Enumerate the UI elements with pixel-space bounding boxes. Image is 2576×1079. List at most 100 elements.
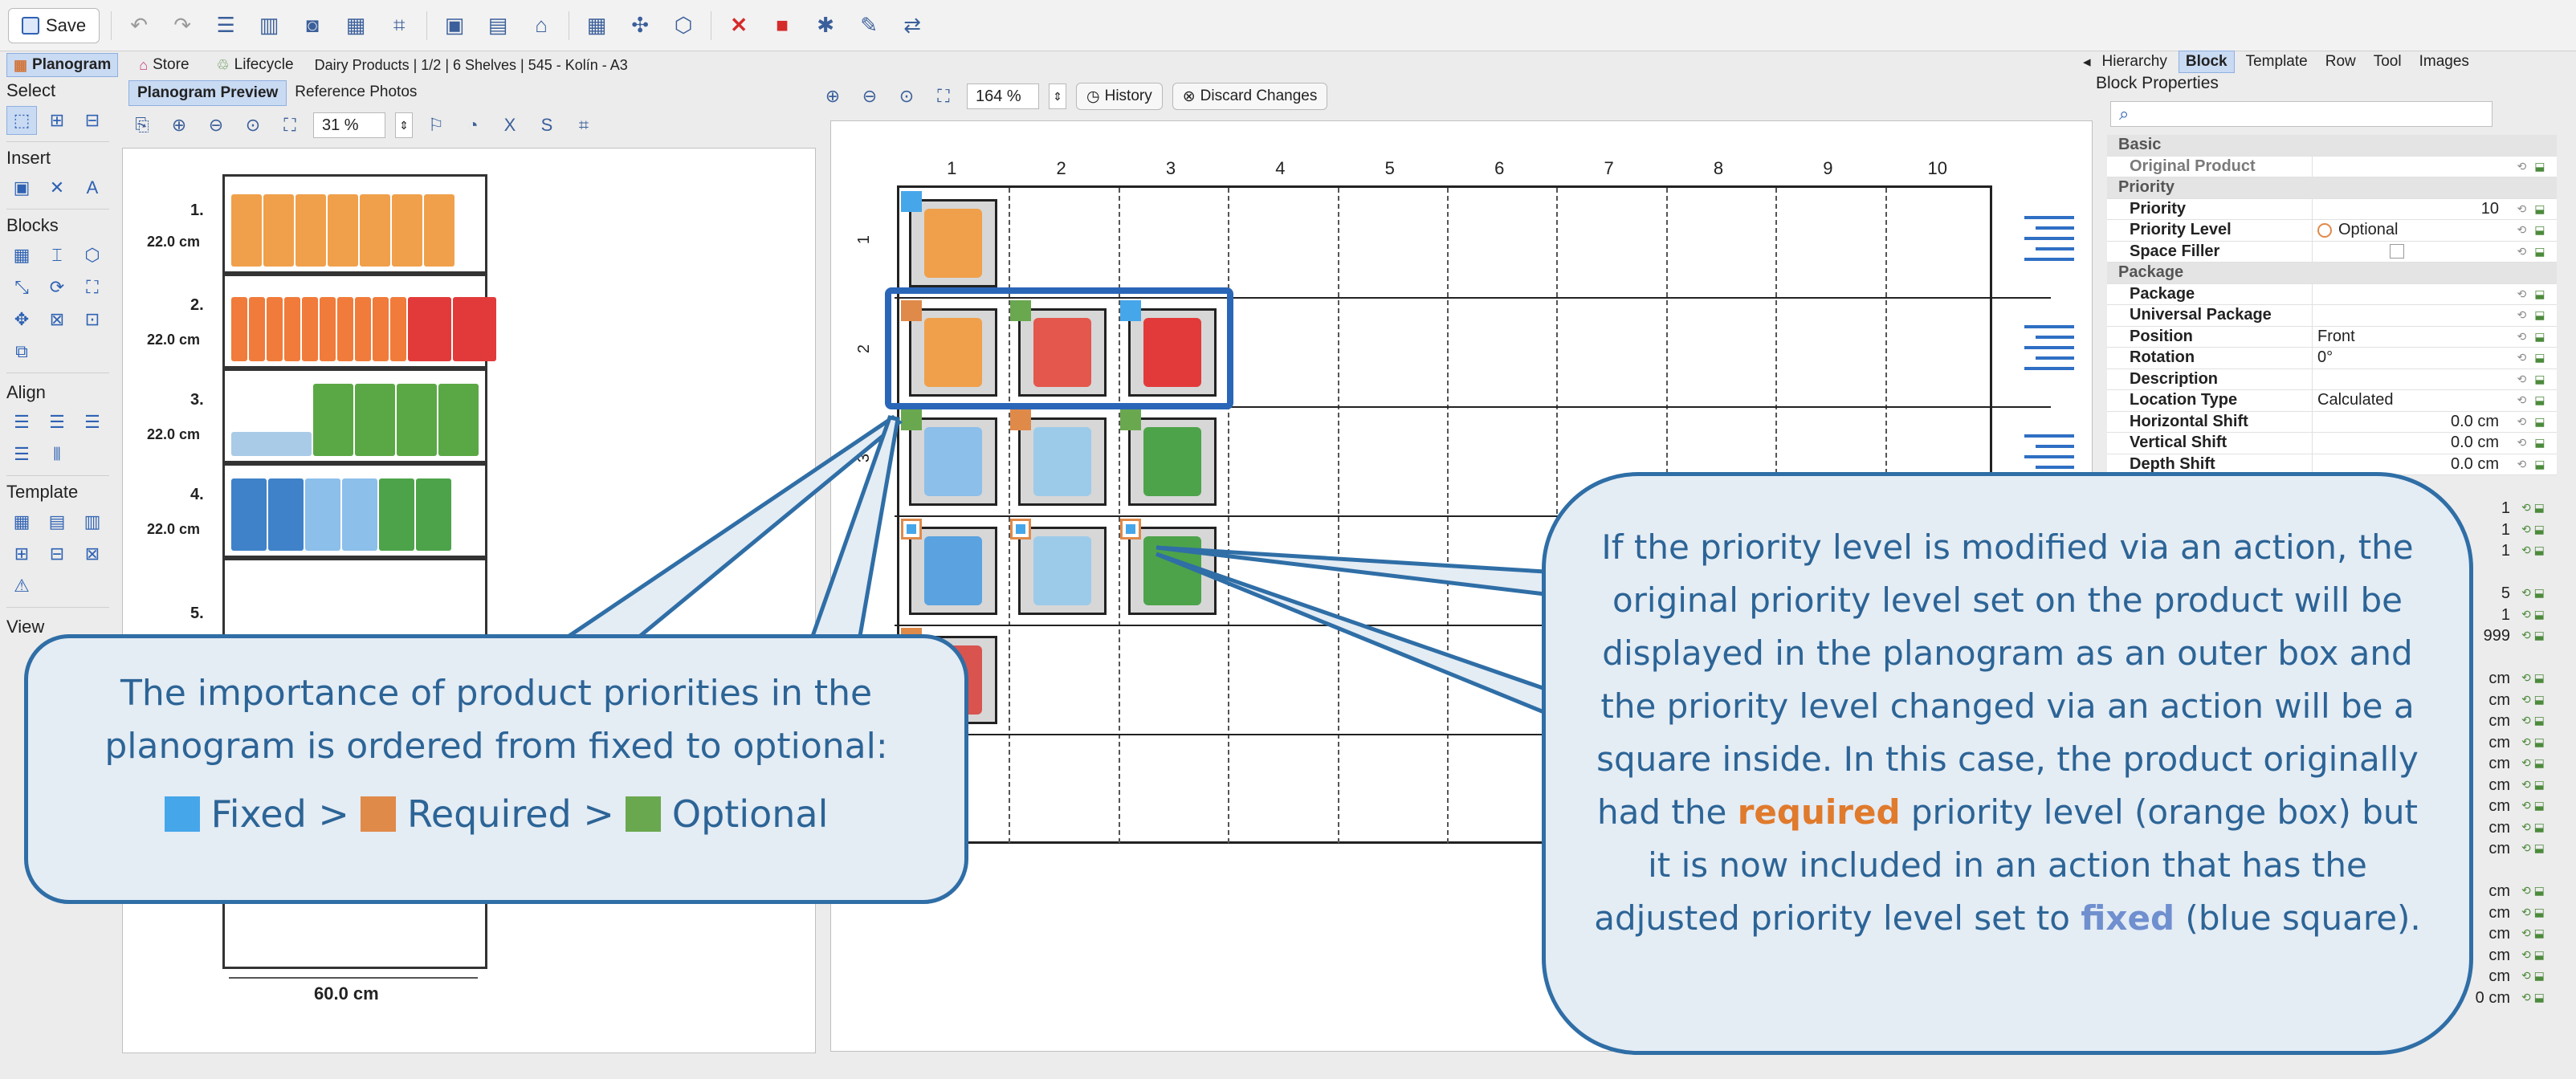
property-value[interactable]: Calculated <box>2313 390 2505 411</box>
blocks-move-icon[interactable]: ✥ <box>14 309 30 329</box>
blocks-fit-icon[interactable]: ⛶ <box>86 277 99 297</box>
property-section[interactable]: Package <box>2107 263 2557 284</box>
svg-export-icon[interactable]: S <box>540 115 553 135</box>
template-warning-icon[interactable]: ⚠ <box>14 576 30 596</box>
blocks-split-icon[interactable]: ⊠ <box>49 309 65 329</box>
reset-icon[interactable]: ⟲ <box>2517 351 2527 364</box>
reset-icon[interactable]: ⟲ <box>2517 287 2527 300</box>
reset-icon[interactable]: ⟲ <box>2517 159 2527 173</box>
block-product[interactable] <box>909 308 997 397</box>
tab-planogram[interactable]: ▦ Planogram <box>6 53 119 77</box>
insert-block-icon[interactable]: ▣ <box>13 177 31 197</box>
tab-store[interactable]: ⌂ Store <box>132 54 195 76</box>
align-justify-icon[interactable]: ☰ <box>14 444 30 464</box>
apply-icon[interactable]: ⬓ <box>2534 372 2545 385</box>
grid-view-icon[interactable]: ▦ <box>345 13 366 37</box>
hierarchy-export-icon[interactable]: ⌗ <box>578 115 589 135</box>
reset-icon[interactable]: ⟲ <box>2517 223 2527 237</box>
tab-images[interactable]: Images <box>2419 53 2469 70</box>
property-value[interactable]: 0° <box>2313 348 2505 368</box>
fit-icon[interactable]: ⛶ <box>283 115 296 135</box>
property-value[interactable]: 0.0 cm <box>2313 433 2505 454</box>
align-left-icon[interactable]: ☰ <box>14 412 30 432</box>
apply-icon[interactable]: ⬓ <box>2534 159 2545 173</box>
tab-block[interactable]: Block <box>2178 51 2235 73</box>
block-product[interactable] <box>909 417 997 506</box>
template-rows-icon[interactable]: ▤ <box>48 511 66 531</box>
tab-hierarchy[interactable]: Hierarchy <box>2101 53 2167 70</box>
reset-icon[interactable]: ⟲ <box>2517 436 2527 450</box>
zoom-in-icon[interactable]: ⊕ <box>825 86 841 106</box>
align-right-icon[interactable]: ☰ <box>84 412 100 432</box>
property-value[interactable]: Optional <box>2313 220 2505 241</box>
select-block-icon[interactable]: ⊞ <box>49 110 65 130</box>
align-right-icon[interactable] <box>2024 325 2074 377</box>
reset-icon[interactable]: ⟲ <box>2517 308 2527 322</box>
reset-icon[interactable]: ⟲ <box>2517 414 2527 428</box>
tab-reference-photos[interactable]: Reference Photos <box>295 83 418 100</box>
zoom-stepper[interactable]: ⇕ <box>395 112 413 138</box>
filter-icon[interactable]: ⚐ <box>428 115 444 135</box>
tab-lifecycle[interactable]: ♲ Lifecycle <box>210 54 300 76</box>
history-button[interactable]: ◷ History <box>1076 83 1163 110</box>
close-icon[interactable]: ✕ <box>730 13 748 37</box>
reset-icon[interactable]: ⟲ <box>2517 244 2527 258</box>
edit-icon[interactable]: ✎ <box>860 13 878 37</box>
property-value[interactable] <box>2313 242 2505 263</box>
reset-icon[interactable]: ⟲ <box>2517 393 2527 407</box>
select-product-icon[interactable]: ⬚ <box>6 106 37 135</box>
template-edit-icon[interactable]: ⊟ <box>49 544 65 564</box>
camera-icon[interactable]: ◙ <box>306 13 320 37</box>
zoom-reset-icon[interactable]: ⊙ <box>245 115 261 135</box>
apply-icon[interactable]: ⬓ <box>2534 414 2545 428</box>
hierarchy-icon[interactable]: ⌗ <box>393 12 406 37</box>
property-value[interactable]: Front <box>2313 327 2505 348</box>
swap-icon[interactable]: ⇄ <box>903 13 922 37</box>
fit-icon[interactable]: ⛶ <box>937 86 950 106</box>
property-row[interactable]: Universal Package⟲⬓ <box>2107 305 2557 327</box>
apply-icon[interactable]: ⬓ <box>2534 436 2545 450</box>
columns-icon[interactable]: ▥ <box>259 13 279 37</box>
select-group-icon[interactable]: ⊟ <box>84 110 100 130</box>
discard-changes-button[interactable]: ⊗ Discard Changes <box>1172 83 1328 110</box>
reset-icon[interactable]: ⟲ <box>2517 457 2527 470</box>
tab-row[interactable]: Row <box>2325 53 2356 70</box>
block-product[interactable] <box>1018 417 1107 506</box>
blocks-bracket-icon[interactable]: ⌶ <box>51 245 63 265</box>
blocks-grid-icon[interactable]: ▦ <box>13 245 31 265</box>
redo-icon[interactable]: ↷ <box>173 13 192 37</box>
template-add-icon[interactable]: ⊞ <box>14 544 30 564</box>
property-value[interactable]: 0.0 cm <box>2313 454 2505 475</box>
blocks-stack-icon[interactable]: ⧉ <box>15 341 28 361</box>
block-product[interactable] <box>909 199 997 287</box>
list-view-icon[interactable]: ☰ <box>216 13 235 37</box>
apply-icon[interactable]: ⬓ <box>2534 244 2545 258</box>
apply-icon[interactable]: ⬓ <box>2534 202 2545 215</box>
zoom-in-icon[interactable]: ⊕ <box>171 115 187 135</box>
block-product[interactable] <box>1018 527 1107 615</box>
blocks-resize-icon[interactable]: ⤡ <box>14 277 29 297</box>
block-selection[interactable] <box>885 287 1233 409</box>
zoom-stepper[interactable]: ⇕ <box>1049 83 1066 109</box>
block-product[interactable] <box>909 527 997 615</box>
block-product[interactable] <box>1127 308 1217 397</box>
tab-template[interactable]: Template <box>2245 53 2308 70</box>
settings-icon[interactable]: ✱ <box>817 13 835 37</box>
apply-icon[interactable]: ⬓ <box>2534 329 2545 343</box>
align-columns-icon[interactable]: ⦀ <box>53 444 61 464</box>
property-section[interactable]: Basic <box>2107 135 2557 157</box>
undo-icon[interactable]: ↶ <box>130 13 149 37</box>
space-filler-checkbox[interactable] <box>2390 244 2404 259</box>
block-product[interactable] <box>1127 417 1217 506</box>
zoom-out-icon[interactable]: ⊖ <box>862 86 878 106</box>
property-row[interactable]: Package⟲⬓ <box>2107 283 2557 305</box>
insert-fixture-icon[interactable]: ✕ <box>49 177 65 197</box>
tab-planogram-preview[interactable]: Planogram Preview <box>128 80 287 106</box>
blocks-merge-icon[interactable]: ⊡ <box>84 309 100 329</box>
shelf-icon[interactable]: ▤ <box>487 13 508 37</box>
block-zoom-field[interactable]: 164 % <box>967 83 1039 109</box>
reset-icon[interactable]: ⟲ <box>2517 372 2527 385</box>
